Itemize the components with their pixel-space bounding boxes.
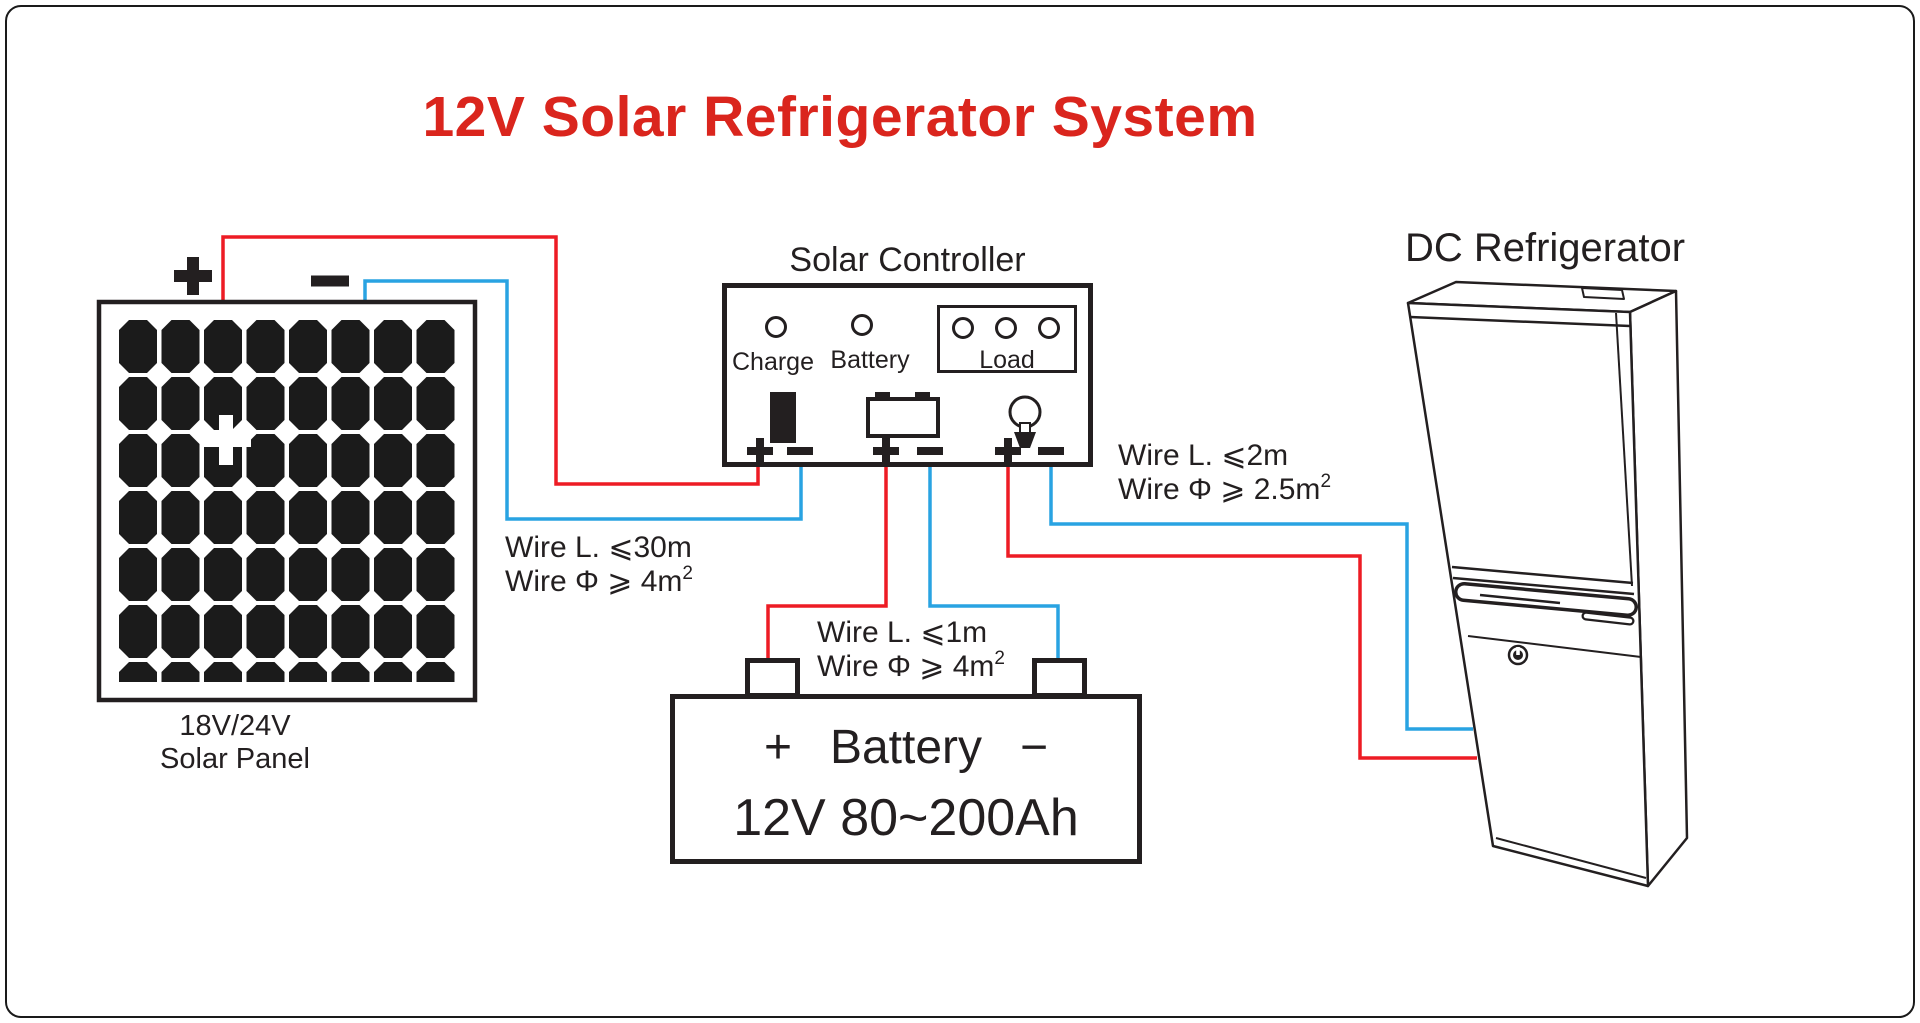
battery-negative-terminal-block bbox=[1032, 658, 1087, 698]
solar-plus-terminal bbox=[747, 438, 773, 464]
battery-positive-terminal-block bbox=[745, 658, 800, 698]
light-bulb-icon bbox=[1008, 395, 1042, 448]
battery-spec: 12V 80~200Ah bbox=[733, 789, 1079, 847]
load-plus-terminal bbox=[995, 438, 1021, 464]
fridge-door-top-seam bbox=[1409, 315, 1631, 328]
fridge-door-right-seam bbox=[1615, 312, 1633, 587]
superscript: 2 bbox=[994, 648, 1005, 669]
load-indicator-box bbox=[937, 305, 1077, 373]
wire-gauge: Wire Φ ⩾ 4m2 bbox=[817, 648, 1005, 683]
controller-box bbox=[722, 283, 1093, 467]
solar-panel-voltage: 18V/24V bbox=[179, 710, 291, 742]
wire-spec-panel-to-controller: Wire L. ⩽30m Wire Φ ⩾ 4m2 bbox=[505, 531, 693, 603]
load-label: Load bbox=[979, 346, 1035, 374]
battery-plus-sign: + bbox=[763, 721, 792, 774]
wire-battery-negative-blue bbox=[928, 462, 1060, 661]
page-title: 12V Solar Refrigerator System bbox=[422, 85, 1258, 149]
load-led-1-icon bbox=[952, 317, 974, 339]
wire-length: Wire L. ⩽30m bbox=[505, 531, 692, 564]
refrigerator-title: DC Refrigerator bbox=[1404, 226, 1686, 270]
superscript: 2 bbox=[682, 563, 693, 584]
wire-spec-controller-to-battery: Wire L. ⩽1m Wire Φ ⩾ 4m2 bbox=[817, 616, 1005, 688]
solar-cell-grid-icon bbox=[117, 318, 457, 682]
wire-spec-controller-to-fridge: Wire L. ⩽2m Wire Φ ⩾ 2.5m2 bbox=[1118, 439, 1331, 511]
fridge-door-divider bbox=[1451, 565, 1635, 596]
battery-box bbox=[670, 694, 1142, 864]
load-led-2-icon bbox=[995, 317, 1017, 339]
wire-gauge: Wire Φ ⩾ 2.5m2 bbox=[1118, 471, 1332, 506]
controller-icons bbox=[770, 392, 1042, 448]
battery-plus-terminal bbox=[873, 438, 899, 464]
wire-panel-negative-blue bbox=[363, 279, 803, 521]
fridge-base-trim bbox=[1495, 837, 1647, 879]
battery-title-row: + Battery − bbox=[670, 720, 1142, 775]
fridge-handle bbox=[1454, 582, 1638, 626]
wire-load-negative-blue bbox=[1049, 462, 1473, 731]
panel-center-cross bbox=[201, 415, 251, 465]
charge-led-indicator-icon bbox=[765, 316, 787, 338]
battery-icon bbox=[866, 392, 940, 438]
battery-label: Battery bbox=[829, 721, 983, 774]
wire-panel-positive-red bbox=[221, 235, 760, 486]
wire-length: Wire L. ⩽1m bbox=[817, 616, 988, 649]
solar-panel-label: 18V/24V Solar Panel bbox=[95, 710, 375, 776]
controller-title: Solar Controller bbox=[789, 241, 1026, 279]
wire-length: Wire L. ⩽2m bbox=[1118, 439, 1289, 472]
battery-minus-sign: − bbox=[1020, 721, 1049, 774]
panel-plus-symbol bbox=[174, 257, 212, 295]
wire-battery-positive-red bbox=[766, 462, 888, 661]
charge-led-label: Charge bbox=[732, 348, 814, 376]
wire-gauge: Wire Φ ⩾ 4m2 bbox=[505, 563, 693, 598]
battery-led-label: Battery bbox=[830, 346, 910, 374]
solar-panel-name: Solar Panel bbox=[160, 743, 310, 775]
solar-panel-graphic bbox=[96, 257, 478, 703]
wire-load-positive-red bbox=[1006, 462, 1477, 760]
fridge-lower-door-seam bbox=[1467, 635, 1642, 658]
controller-terminal-symbols bbox=[747, 438, 1064, 464]
fridge-top-latch bbox=[1581, 287, 1625, 300]
solar-panel-icon bbox=[770, 392, 796, 443]
superscript: 2 bbox=[1320, 471, 1332, 492]
load-led-3-icon bbox=[1038, 317, 1060, 339]
refrigerator-illustration bbox=[1406, 280, 1689, 888]
battery-led-indicator-icon bbox=[851, 314, 873, 336]
fridge-keyhole bbox=[1507, 644, 1529, 666]
